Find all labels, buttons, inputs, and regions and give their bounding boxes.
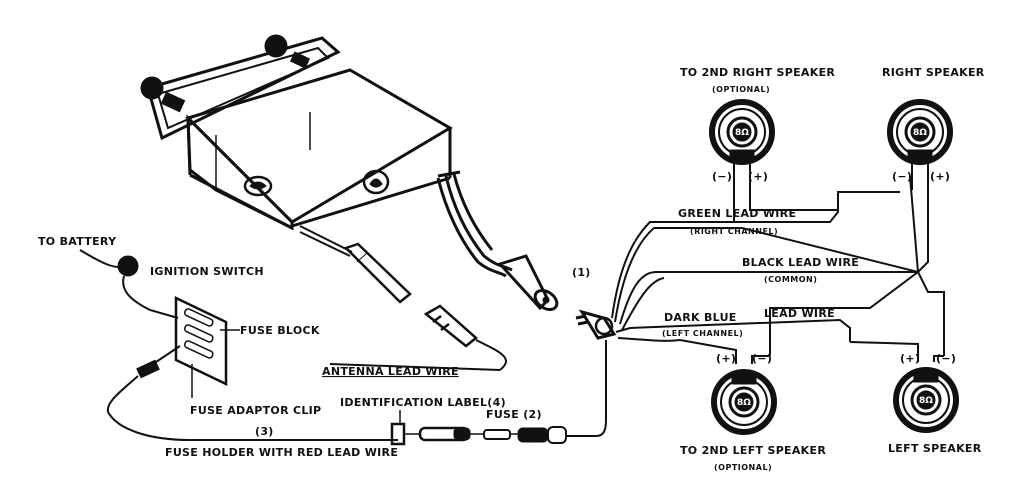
ohm-rating: 8Ω <box>737 398 751 408</box>
dark-blue-label: DARK BLUE <box>664 311 737 324</box>
second-right-speaker-pos: (+) <box>748 170 768 183</box>
callout-3: (3) <box>255 425 274 438</box>
antenna-lead-wire-label: ANTENNA LEAD WIRE <box>322 365 459 378</box>
left-channel-label: (LEFT CHANNEL) <box>662 329 743 338</box>
second-left-speaker-pos: (+) <box>716 352 736 365</box>
fuse-icon <box>483 429 511 440</box>
fuse-block-icon <box>174 296 228 386</box>
ignition-switch-icon <box>117 255 139 277</box>
speaker-second-right: 8Ω <box>709 99 775 165</box>
fuse-adaptor-clip-icon <box>136 359 160 379</box>
power-components <box>79 249 398 441</box>
black-lead-wire-label: BLACK LEAD WIRE <box>742 256 859 269</box>
left-knob <box>140 76 164 100</box>
left-speaker-pos: (+) <box>900 352 920 365</box>
second-left-speaker-title: TO 2ND LEFT SPEAKER <box>680 444 826 457</box>
ohm-rating: 8Ω <box>735 128 749 138</box>
ignition-switch-label: IGNITION SWITCH <box>150 265 264 278</box>
antenna-lead <box>299 225 507 371</box>
ohm-rating: 8Ω <box>913 128 927 138</box>
to-battery-label: TO BATTERY <box>38 235 117 248</box>
fuse-adaptor-clip-label: FUSE ADAPTOR CLIP <box>190 404 321 417</box>
second-right-speaker-neg: (−) <box>712 170 732 183</box>
speaker-wiring <box>575 160 945 364</box>
common-label: (COMMON) <box>764 275 817 284</box>
second-left-speaker-neg: (−) <box>752 352 772 365</box>
right-speaker-pos: (+) <box>930 170 950 183</box>
second-right-speaker-note: (OPTIONAL) <box>712 85 770 94</box>
wire-harness <box>436 170 559 312</box>
green-lead-wire-label: GREEN LEAD WIRE <box>678 207 796 220</box>
speaker-left: 8Ω <box>893 367 959 433</box>
dark-blue-lead-wire-label: LEAD WIRE <box>764 307 835 320</box>
right-speaker-neg: (−) <box>892 170 912 183</box>
identification-label: IDENTIFICATION LABEL(4) <box>340 396 506 409</box>
fuse-holder <box>390 340 607 446</box>
fuse-block-label: FUSE BLOCK <box>240 324 320 337</box>
speaker-right: 8Ω <box>887 99 953 165</box>
left-shaft <box>160 91 186 113</box>
radio-unit <box>140 34 453 231</box>
left-speaker-title: LEFT SPEAKER <box>888 442 982 455</box>
speaker-second-left: 8Ω <box>711 369 777 435</box>
second-left-speaker-note: (OPTIONAL) <box>714 463 772 472</box>
callout-1: (1) <box>572 266 591 279</box>
right-knob <box>264 34 288 58</box>
right-channel-label: (RIGHT CHANNEL) <box>690 227 778 236</box>
ohm-rating: 8Ω <box>919 396 933 406</box>
fuse-label: FUSE (2) <box>486 408 542 421</box>
second-right-speaker-title: TO 2ND RIGHT SPEAKER <box>680 66 835 79</box>
fuse-holder-label: FUSE HOLDER WITH RED LEAD WIRE <box>165 446 398 459</box>
left-speaker-neg: (−) <box>936 352 956 365</box>
right-speaker-title: RIGHT SPEAKER <box>882 66 985 79</box>
